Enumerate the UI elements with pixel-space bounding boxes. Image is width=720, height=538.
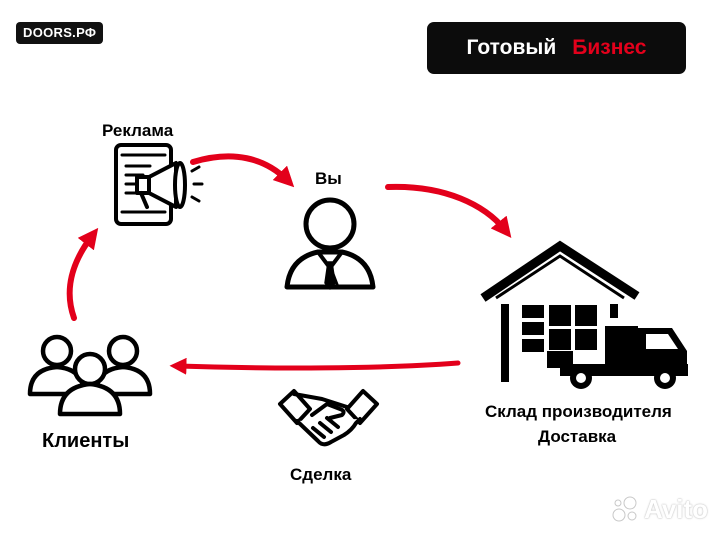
avito-dots-icon [612,496,637,522]
banner-word-ready: Готовый [466,36,557,59]
banner-word-business: Бизнес [572,36,647,59]
handshake-icon [278,389,379,447]
avito-watermark: Avito [610,494,708,524]
businessman-icon [284,197,376,290]
brand-logo: DOORS.РФ [16,22,104,44]
arrow-warehouse-to-clients [169,357,461,375]
advertising-label: Реклама [102,121,174,140]
watermark-text: Avito [643,493,708,524]
people-group-icon [27,334,153,417]
warehouse-truck-icon [480,240,688,389]
deal-label: Сделка [290,465,352,484]
phone-megaphone-icon [114,143,204,226]
warehouse-label-line1: Склад производителя [485,402,672,421]
arrow-advertising-to-you [190,153,295,188]
arrow-you-to-warehouse [385,183,512,238]
warehouse-label-line2: Доставка [538,427,617,446]
you-label: Вы [315,169,342,188]
clients-label: Клиенты [42,430,130,452]
title-banner: Готовый Бизнес [427,22,686,74]
cycle-arrows [66,153,512,375]
arrow-clients-to-advertising [66,227,99,321]
